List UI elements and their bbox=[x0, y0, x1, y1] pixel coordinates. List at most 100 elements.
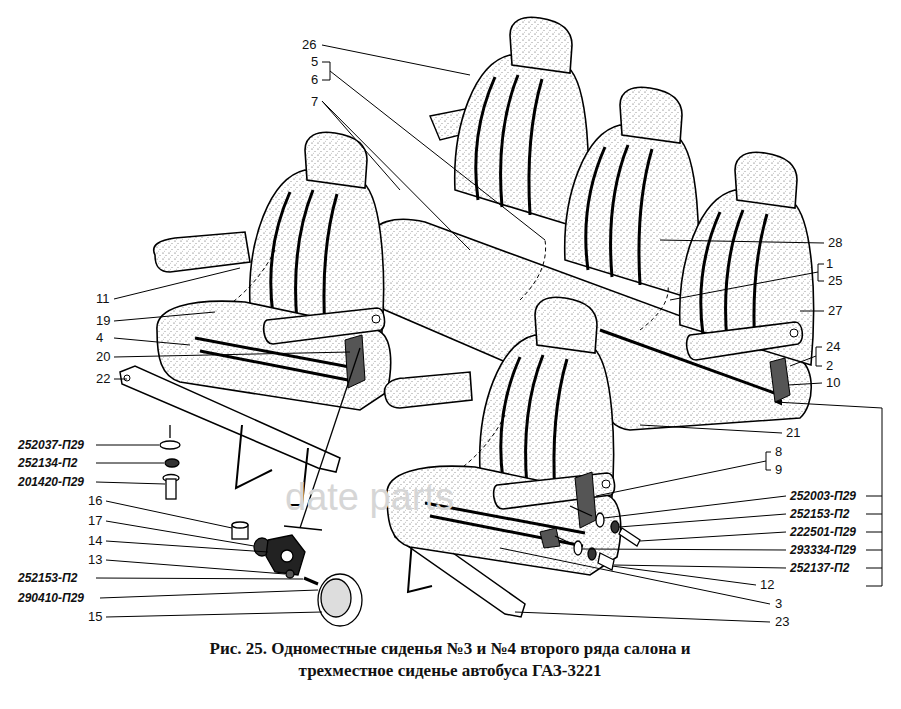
drawing-part bbox=[284, 526, 322, 530]
part-code: 222501-П29 bbox=[790, 524, 856, 540]
drawing-part bbox=[540, 528, 560, 548]
drawing-part bbox=[770, 358, 790, 402]
drawing-part bbox=[604, 496, 786, 518]
drawing-part bbox=[866, 514, 882, 515]
part-code: 252037-П29 bbox=[18, 437, 84, 453]
callout-number: 12 bbox=[760, 577, 774, 593]
callout-number: 27 bbox=[828, 303, 842, 319]
drawing-part bbox=[322, 101, 400, 190]
watermark: date parts bbox=[285, 476, 454, 518]
callout-number: 11 bbox=[96, 291, 110, 307]
drawing-part bbox=[96, 578, 303, 579]
drawing-part bbox=[124, 375, 130, 381]
drawing-part bbox=[565, 87, 699, 300]
callout-number: 6 bbox=[311, 72, 318, 88]
drawing-part bbox=[818, 264, 824, 281]
drawing-part bbox=[790, 329, 798, 337]
part-code: 201420-П29 bbox=[18, 474, 84, 490]
callout-number: 17 bbox=[88, 513, 102, 529]
callout-number: 21 bbox=[786, 425, 800, 441]
drawing-part bbox=[598, 553, 614, 570]
single-seat-front bbox=[384, 297, 620, 617]
drawing-part bbox=[582, 549, 786, 550]
drawing-part bbox=[575, 472, 596, 528]
drawing-part bbox=[304, 578, 318, 584]
drawing-part bbox=[96, 445, 159, 446]
drawing-part bbox=[574, 541, 582, 555]
drawing-part bbox=[114, 352, 350, 357]
callout-number: 3 bbox=[775, 596, 782, 612]
callout-number: 16 bbox=[88, 493, 102, 509]
callout-number: 2 bbox=[826, 358, 833, 374]
drawing-part bbox=[790, 356, 816, 366]
drawing-part bbox=[866, 532, 882, 533]
drawing-part bbox=[106, 560, 285, 574]
drawing-part bbox=[114, 338, 190, 345]
drawing-part bbox=[281, 550, 293, 562]
drawing-part bbox=[318, 574, 362, 626]
drawing-part bbox=[114, 268, 240, 299]
drawing-part bbox=[165, 459, 179, 467]
drawing-part bbox=[866, 568, 882, 569]
drawing-part bbox=[114, 312, 215, 321]
drawing-part bbox=[330, 71, 545, 240]
drawing-part bbox=[640, 285, 668, 330]
callout-number: 5 bbox=[311, 54, 318, 70]
drawing-part bbox=[788, 383, 822, 385]
drawing-part bbox=[166, 479, 176, 499]
drawing-part bbox=[660, 240, 824, 243]
drawing-part bbox=[520, 240, 546, 300]
drawing-part bbox=[555, 536, 570, 543]
callout-number: 7 bbox=[311, 94, 318, 110]
callout-number: 10 bbox=[826, 375, 840, 391]
drawing-part bbox=[515, 612, 770, 622]
drawing-part bbox=[160, 441, 180, 449]
callout-number: 26 bbox=[302, 37, 316, 53]
drawing-part bbox=[570, 506, 592, 516]
part-code: 290410-П29 bbox=[18, 590, 84, 606]
drawing-part bbox=[882, 408, 883, 586]
drawing-part bbox=[157, 132, 391, 410]
drawing-part bbox=[588, 548, 596, 560]
drawing-part bbox=[687, 322, 803, 360]
drawing-part bbox=[816, 347, 822, 366]
drawing-part bbox=[596, 461, 766, 496]
part-code: 252003-П29 bbox=[790, 488, 856, 504]
drawing-part bbox=[384, 372, 472, 408]
drawing-part bbox=[266, 535, 305, 575]
drawing-part bbox=[232, 522, 248, 528]
callout-number: 23 bbox=[775, 614, 789, 630]
part-code: 252153-П2 bbox=[18, 570, 77, 586]
callout-number: 24 bbox=[826, 339, 840, 355]
part-code: 252137-П2 bbox=[790, 560, 849, 576]
part-code: 252134-П2 bbox=[18, 455, 77, 471]
callout-number: 22 bbox=[96, 371, 110, 387]
drawing-part bbox=[114, 379, 127, 380]
drawing-part bbox=[619, 514, 786, 527]
drawing-part bbox=[866, 550, 882, 551]
leader-lines bbox=[96, 45, 882, 622]
part-code: 293334-П29 bbox=[790, 542, 856, 558]
callout-number: 28 bbox=[828, 235, 842, 251]
callout-number: 19 bbox=[96, 313, 110, 329]
drawing-part bbox=[322, 45, 470, 75]
callout-number: 15 bbox=[88, 609, 102, 625]
drawing-part bbox=[154, 232, 250, 272]
drawing-part bbox=[387, 297, 621, 575]
drawing-part bbox=[614, 565, 786, 568]
drawing-part bbox=[106, 541, 268, 552]
drawing-part bbox=[866, 586, 882, 587]
callout-number: 20 bbox=[96, 349, 110, 365]
drawing-part bbox=[619, 528, 640, 546]
drawing-part bbox=[322, 62, 330, 80]
drawing-part bbox=[640, 532, 786, 541]
drawing-part bbox=[100, 590, 318, 598]
drawing-part bbox=[322, 101, 470, 250]
drawing-part bbox=[169, 425, 170, 438]
callout-number: 25 bbox=[828, 273, 842, 289]
single-seat-left bbox=[120, 132, 391, 505]
drawing-part bbox=[596, 513, 604, 527]
